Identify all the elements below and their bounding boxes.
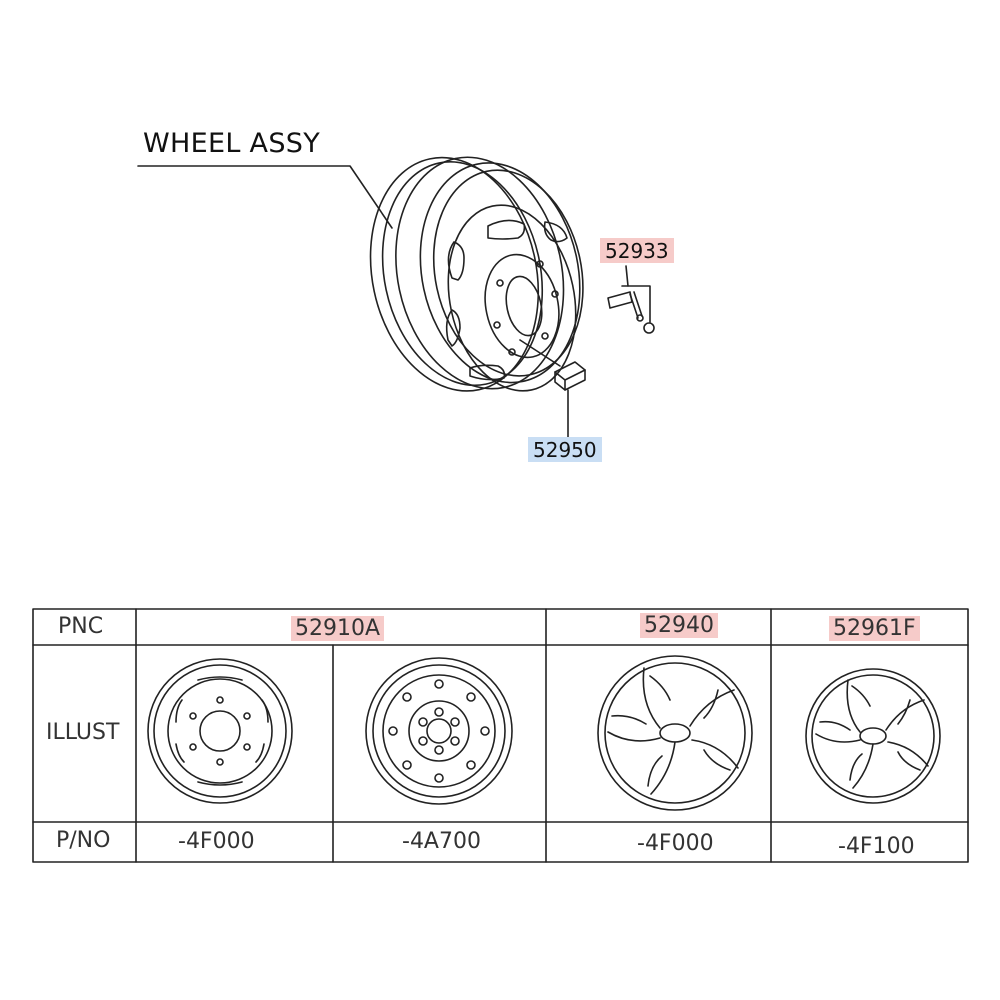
row-label-pno: P/NO (56, 828, 111, 853)
pnc-header-cover[interactable]: 52940 (640, 613, 718, 638)
pnc-header-wheel[interactable]: 52910A (291, 616, 385, 641)
part-number-3: -4F000 (637, 831, 714, 856)
wheel-disc (445, 204, 577, 392)
steel-wheel-thumbnail-2 (365, 657, 513, 805)
row-label-illust: ILLUST (46, 720, 120, 745)
diagram-title: WHEEL ASSY (143, 128, 320, 159)
row-label-pnc: PNC (58, 614, 104, 639)
callout-valve-pnc[interactable]: 52933 (600, 238, 674, 263)
wheel-cover-thumbnail-1 (597, 655, 753, 811)
pnc-header-cap[interactable]: 52961F (829, 616, 920, 641)
part-number-4: -4F100 (838, 834, 915, 859)
title-leader-line (137, 165, 393, 229)
wheel-rim (369, 156, 584, 392)
valve-stem-icon (607, 291, 655, 334)
hub-nut-icon (554, 361, 586, 391)
parts-table-grid (32, 608, 969, 863)
hub-ring (484, 253, 560, 359)
hub-hole (505, 275, 543, 337)
part-number-1: -4F000 (178, 829, 255, 854)
part-number-2: -4A700 (402, 829, 481, 854)
steel-wheel-thumbnail-1 (147, 658, 293, 804)
wheel-cover-thumbnail-2 (805, 668, 941, 804)
callout-nut-pnc[interactable]: 52950 (528, 437, 602, 462)
nut-axis-line (519, 339, 561, 367)
valve-leader (621, 285, 651, 323)
